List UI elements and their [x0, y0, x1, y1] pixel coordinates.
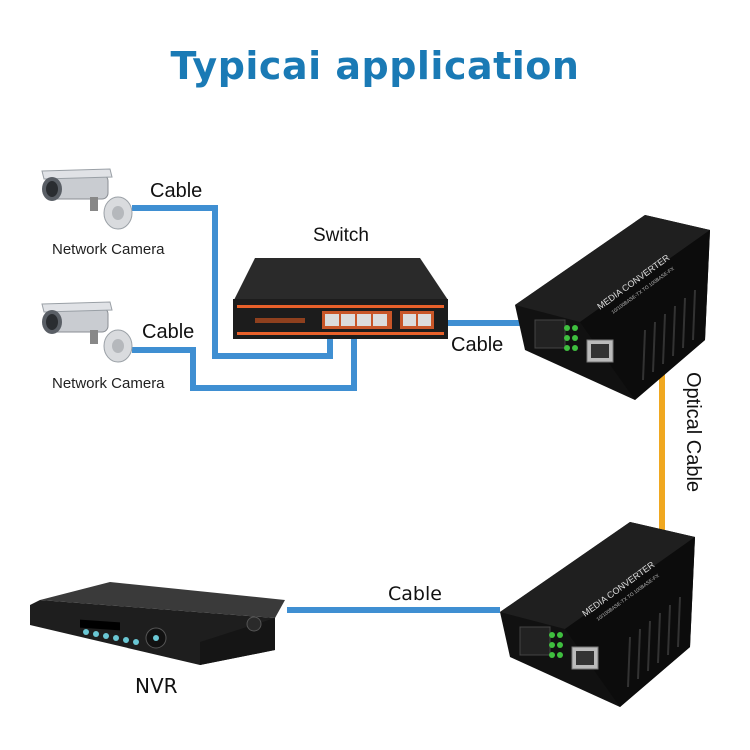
network-switch-icon [233, 258, 448, 339]
cable-label: Cable [388, 583, 442, 605]
nvr-label: NVR [135, 674, 178, 698]
nvr-recorder-icon [30, 582, 285, 665]
camera-label: Network Camera [52, 241, 165, 258]
switch-label: Switch [313, 225, 369, 246]
cable-camera2-switch [132, 318, 357, 391]
media-converter-icon: MEDIA CONVERTER 10/100BASE-TX TO 100BASE… [500, 522, 695, 707]
security-camera-icon [41, 168, 133, 230]
diagram-title: Typicai application [170, 44, 580, 88]
cable-label: Cable [150, 180, 203, 202]
optical-cable-label: Optical Cable [682, 372, 704, 493]
cable-camera1-switch [132, 205, 333, 359]
cable-label: Cable [451, 334, 504, 356]
security-camera-icon [41, 301, 133, 363]
media-converter-icon: MEDIA CONVERTER 10/100BASE-TX TO 100BASE… [515, 215, 710, 400]
cable-label: Cable [142, 321, 195, 343]
camera-label: Network Camera [52, 375, 165, 392]
